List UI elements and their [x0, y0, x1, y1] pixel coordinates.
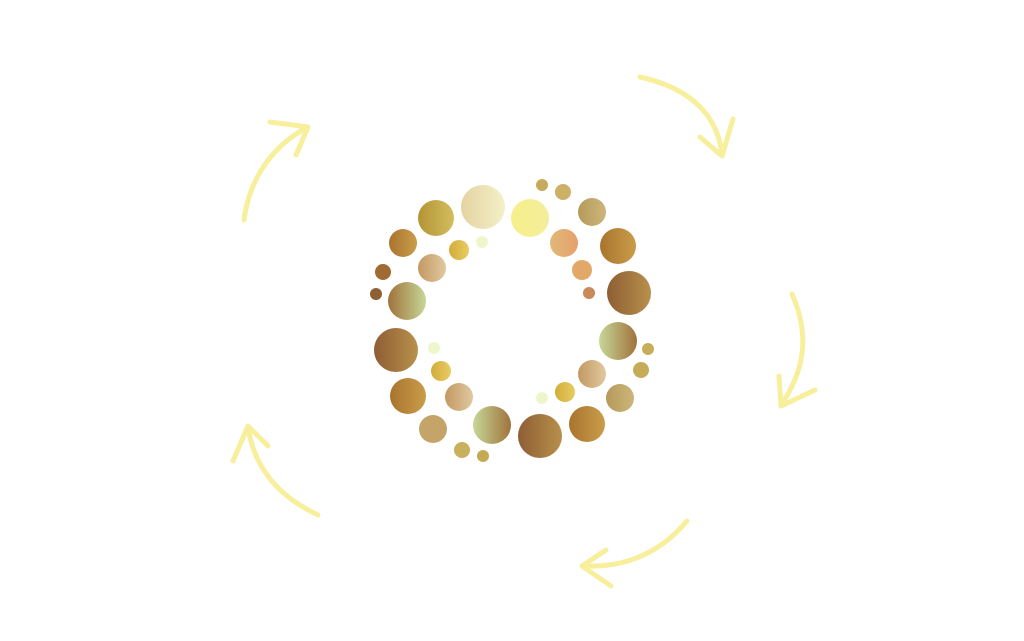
dot	[449, 240, 469, 260]
dot	[555, 382, 575, 402]
dot	[633, 362, 649, 378]
dot	[428, 342, 440, 354]
dot	[599, 322, 637, 360]
dot	[536, 179, 548, 191]
arrow-bottom-left-icon	[230, 423, 321, 518]
dot	[390, 378, 426, 414]
arrow-top-left-icon	[241, 119, 311, 223]
dot	[550, 229, 578, 257]
arrow-right-icon	[776, 291, 818, 409]
dot	[454, 442, 470, 458]
dot	[445, 383, 473, 411]
dot	[388, 282, 426, 320]
dot-ring	[370, 179, 654, 462]
dot	[389, 229, 417, 257]
dot	[572, 260, 592, 280]
dot	[606, 384, 634, 412]
arrow-bottom-right-icon	[579, 518, 690, 589]
dot	[477, 450, 489, 462]
dot	[418, 200, 454, 236]
dot	[511, 199, 549, 237]
dot	[419, 415, 447, 443]
arrow-top-right-icon	[637, 74, 736, 159]
dot	[569, 406, 605, 442]
refresh-arrows	[230, 74, 818, 589]
dot	[476, 236, 488, 248]
dot	[555, 184, 571, 200]
dot	[431, 361, 451, 381]
dot	[578, 360, 606, 388]
dot	[578, 198, 606, 226]
dot	[518, 414, 562, 458]
dot	[370, 288, 382, 300]
dot	[375, 264, 391, 280]
dot	[642, 343, 654, 355]
dot	[607, 271, 651, 315]
dot	[418, 254, 446, 282]
dot	[583, 287, 595, 299]
dot	[600, 228, 636, 264]
dot	[536, 392, 548, 404]
dot	[473, 406, 511, 444]
dot	[461, 185, 505, 229]
dot	[374, 328, 418, 372]
